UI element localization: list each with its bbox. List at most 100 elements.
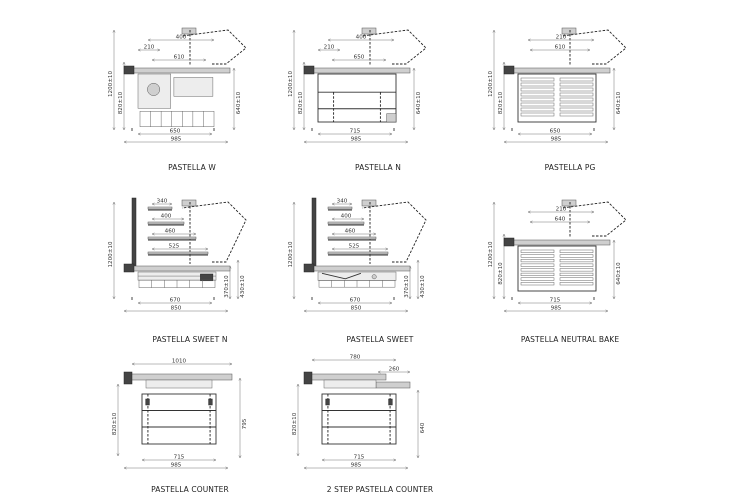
counter-height-label: 820±10 xyxy=(118,91,124,114)
dimension-arrow xyxy=(137,48,141,52)
dimension-arrow xyxy=(331,232,335,236)
louvre-slat xyxy=(559,107,594,112)
louvre-slat xyxy=(520,87,555,92)
dimension-arrow xyxy=(517,132,521,136)
worktop xyxy=(129,373,233,381)
top-dimension-label: 210 xyxy=(556,34,567,40)
dimension-arrow xyxy=(229,362,233,366)
dimension-arrow xyxy=(131,362,135,366)
louvre-slat xyxy=(559,272,594,276)
top-dimension-label: 650 xyxy=(354,54,365,60)
dimension-arrow xyxy=(292,296,296,300)
tray xyxy=(145,379,213,389)
dimension-arrow xyxy=(327,38,331,42)
top-dimension-label: 400 xyxy=(356,34,367,40)
base-plinth xyxy=(318,280,396,288)
dimension-arrow xyxy=(529,48,533,52)
back-frame xyxy=(311,197,317,267)
glass-canopy xyxy=(181,201,247,263)
dimension-arrow xyxy=(317,301,321,305)
dimension-arrow xyxy=(517,301,521,305)
dimension-arrow xyxy=(225,140,229,144)
dimension-arrow xyxy=(612,67,616,71)
dimension-arrow xyxy=(502,233,506,237)
louvre-slat xyxy=(520,282,555,286)
dimension-arrow xyxy=(331,58,335,62)
dimension-arrow xyxy=(238,455,242,459)
dimension-arrow xyxy=(302,127,306,131)
dimension-arrow xyxy=(317,48,321,52)
louvre-slat xyxy=(520,272,555,276)
depth-label: 715 xyxy=(550,298,561,304)
bracket xyxy=(208,398,213,406)
louvre-slat xyxy=(559,92,594,97)
dimension-arrow xyxy=(405,140,409,144)
top-dimension-label: 210 xyxy=(144,44,155,50)
open-cabinet xyxy=(317,73,397,123)
louvre-slat xyxy=(520,97,555,102)
dimension-arrow xyxy=(612,296,616,300)
model-caption: PASTELLA SWEET N xyxy=(152,335,228,344)
dimension-arrow xyxy=(587,48,591,52)
louvre-slat xyxy=(559,259,594,263)
end-cap xyxy=(303,371,313,385)
dimension-arrow xyxy=(393,458,397,462)
height-label: 1200±10 xyxy=(488,71,494,97)
dimension-arrow xyxy=(612,239,616,243)
height-label: 1200±10 xyxy=(108,71,114,97)
dimension-arrow xyxy=(296,453,300,457)
dimension-arrow xyxy=(503,140,507,144)
overall-depth-label: 985 xyxy=(351,463,362,469)
shelf-width-label: 525 xyxy=(169,244,180,250)
louvre-slat xyxy=(520,112,555,117)
louvre-slat xyxy=(520,263,555,267)
glass-canopy xyxy=(561,201,627,237)
shelf-edge xyxy=(327,236,377,240)
counter-deck xyxy=(125,265,231,272)
counter-height-label: 820±10 xyxy=(498,262,504,285)
dimension-arrow xyxy=(112,127,116,131)
dimension-arrow xyxy=(238,377,242,381)
louvre-slat xyxy=(559,77,594,82)
dimension-arrow xyxy=(383,58,387,62)
overall-depth-label: 850 xyxy=(351,306,362,312)
bracket xyxy=(145,398,150,406)
dimension-arrow xyxy=(373,232,377,236)
dimension-arrow xyxy=(116,453,120,457)
dimension-arrow xyxy=(292,201,296,205)
overall-depth-label: 985 xyxy=(351,137,362,143)
top-dimension-label: 400 xyxy=(176,34,187,40)
side-a-label: 370±10 xyxy=(224,275,230,298)
dimension-arrow xyxy=(331,247,335,251)
shelf-edge xyxy=(147,221,185,225)
dimension-arrow xyxy=(303,140,307,144)
side-a-label: 370±10 xyxy=(404,275,410,298)
counter-height-label: 820±10 xyxy=(292,412,298,435)
side-height-label: 795 xyxy=(242,418,248,429)
louvre-slat xyxy=(559,82,594,87)
louvre-slat xyxy=(559,249,594,253)
depth-label: 715 xyxy=(350,129,361,135)
light-canopy xyxy=(561,27,577,35)
louvre-slat xyxy=(559,277,594,281)
height-label: 1200±10 xyxy=(288,71,294,97)
counter-deck xyxy=(305,67,411,74)
dimension-arrow xyxy=(112,29,116,33)
dimension-arrow xyxy=(416,259,420,263)
height-label: 1200±10 xyxy=(288,241,294,267)
louvre-slat xyxy=(520,107,555,112)
depth-label: 670 xyxy=(350,298,361,304)
dimension-arrow xyxy=(529,220,533,224)
end-cap xyxy=(123,371,133,385)
top-dimension-label: 210 xyxy=(556,206,567,212)
dimension-arrow xyxy=(112,296,116,300)
shelf-edge xyxy=(327,251,389,255)
base-plinth xyxy=(139,111,215,127)
